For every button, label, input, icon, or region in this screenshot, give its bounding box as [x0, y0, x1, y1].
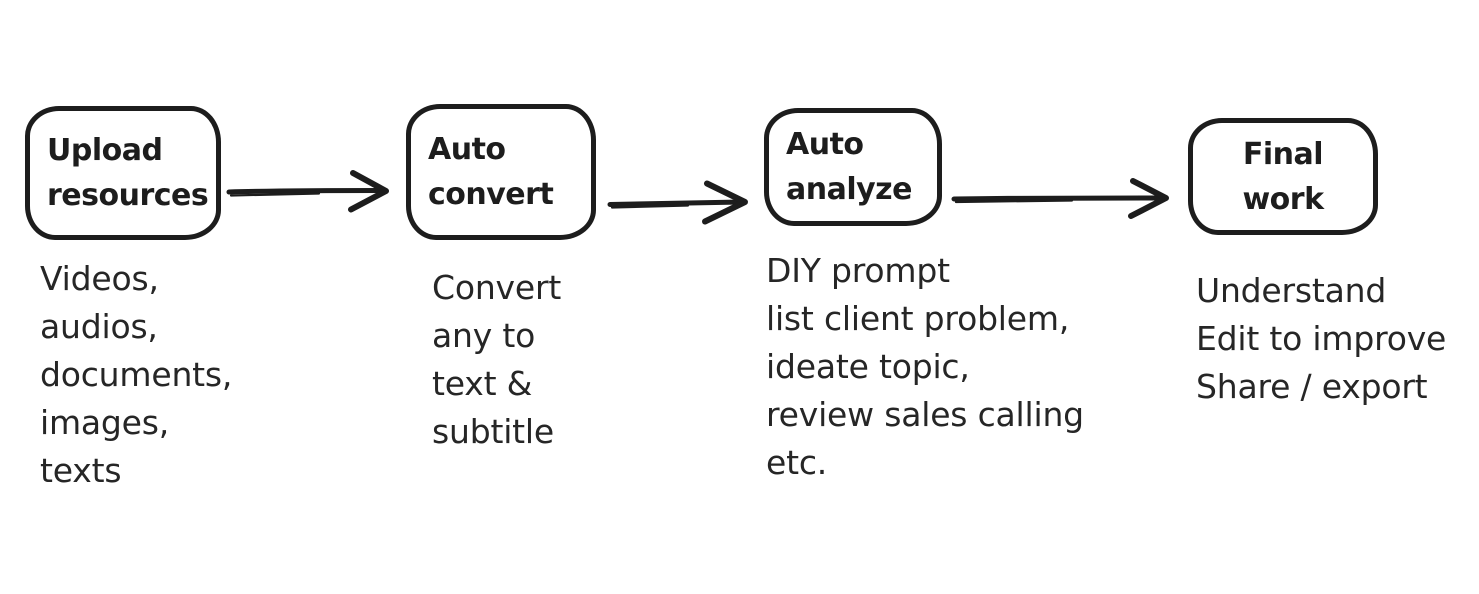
arrow-right-icon	[226, 168, 394, 220]
step-box-upload-resources: Upload resources	[25, 106, 221, 240]
step-label: Upload resources	[47, 133, 209, 213]
arrow-right-icon	[606, 178, 752, 230]
step-description: Convert any to text & subtitle	[432, 268, 562, 451]
step-box-auto-analyze: Auto analyze	[764, 108, 942, 226]
step-box-final-work: Final work	[1188, 118, 1378, 235]
step-label: Final work	[1242, 136, 1324, 217]
arrow-right-icon	[950, 174, 1174, 226]
step-description: DIY prompt list client problem, ideate t…	[766, 251, 1084, 482]
step-box-auto-convert: Auto convert	[406, 104, 596, 240]
step-label: Auto convert	[428, 132, 554, 212]
step-label: Auto analyze	[786, 127, 913, 207]
step-description: Videos, audios, documents, images, texts	[40, 259, 233, 490]
step-description: Understand Edit to improve Share / expor…	[1196, 271, 1447, 406]
